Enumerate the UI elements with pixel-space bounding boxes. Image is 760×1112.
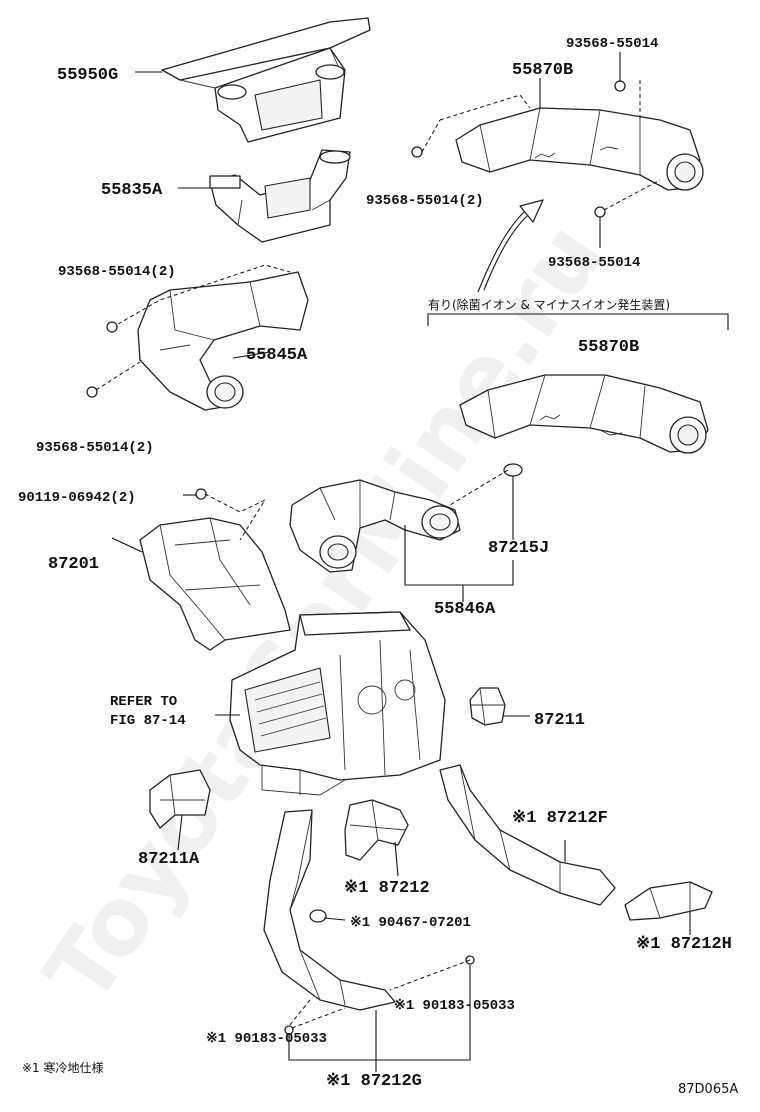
part-55835a-duct[interactable] [209, 149, 351, 243]
part-55950g-duct[interactable] [161, 17, 371, 143]
part-heater-unit[interactable] [229, 611, 446, 796]
label-90183-left: ※1 90183-05033 [206, 1031, 327, 1047]
part-87212g-duct[interactable] [263, 809, 396, 1011]
label-90183-right: ※1 90183-05033 [394, 998, 515, 1014]
label-93568-left2: 93568-55014(2) [58, 264, 176, 280]
label-fig-87-14: FIG 87-14 [110, 713, 186, 729]
label-87212: ※1 87212 [344, 879, 430, 898]
label-90467: ※1 90467-07201 [350, 915, 471, 931]
label-55845a: 55845A [246, 346, 308, 365]
callout-labels: 55950G 93568-55014 55870B 55835A 93568-5… [18, 36, 738, 1097]
label-87215j: 87215J [488, 539, 549, 558]
label-93568-low2: 93568-55014(2) [36, 440, 154, 456]
label-55870b-top: 55870B [512, 61, 573, 80]
part-87212f-duct[interactable] [439, 764, 616, 906]
label-87212g: ※1 87212G [326, 1072, 422, 1091]
part-55846a-duct[interactable] [289, 479, 461, 573]
label-87212f: ※1 87212F [512, 809, 608, 828]
label-87211: 87211 [534, 711, 585, 730]
part-87212[interactable] [344, 799, 409, 861]
label-87201: 87201 [48, 555, 99, 574]
part-55845a-duct[interactable] [137, 271, 309, 411]
label-55846a: 55846A [434, 600, 496, 619]
part-55870b-upper-duct[interactable] [455, 107, 704, 191]
label-55950g: 55950G [57, 66, 118, 85]
part-87201-cover[interactable] [139, 517, 291, 651]
part-55870b-optional-duct[interactable] [459, 374, 709, 454]
footnote: ※1 寒冷地仕様 [22, 1060, 104, 1075]
label-93568-right: 93568-55014 [548, 255, 640, 271]
label-55835a: 55835A [101, 181, 163, 200]
clip-fasteners [86, 80, 626, 1035]
label-90119: 90119-06942(2) [18, 490, 136, 506]
label-93568-top: 93568-55014 [566, 36, 658, 52]
diagram-code: 87D065A [678, 1082, 738, 1097]
label-93568-mid2: 93568-55014(2) [366, 193, 484, 209]
label-87211a: 87211A [138, 850, 200, 869]
label-55870b-mid: 55870B [578, 338, 639, 357]
label-optional-note: 有り(除菌イオン & マイナスイオン発生装置) [428, 297, 670, 312]
label-refer-to: REFER TO [110, 694, 177, 710]
leader-lines [95, 52, 729, 1072]
part-87211[interactable] [469, 687, 506, 726]
part-87211a[interactable] [149, 769, 211, 829]
part-87212h[interactable] [624, 881, 713, 921]
optional-arrow-icon [477, 199, 544, 293]
label-87212h: ※1 87212H [636, 935, 732, 954]
